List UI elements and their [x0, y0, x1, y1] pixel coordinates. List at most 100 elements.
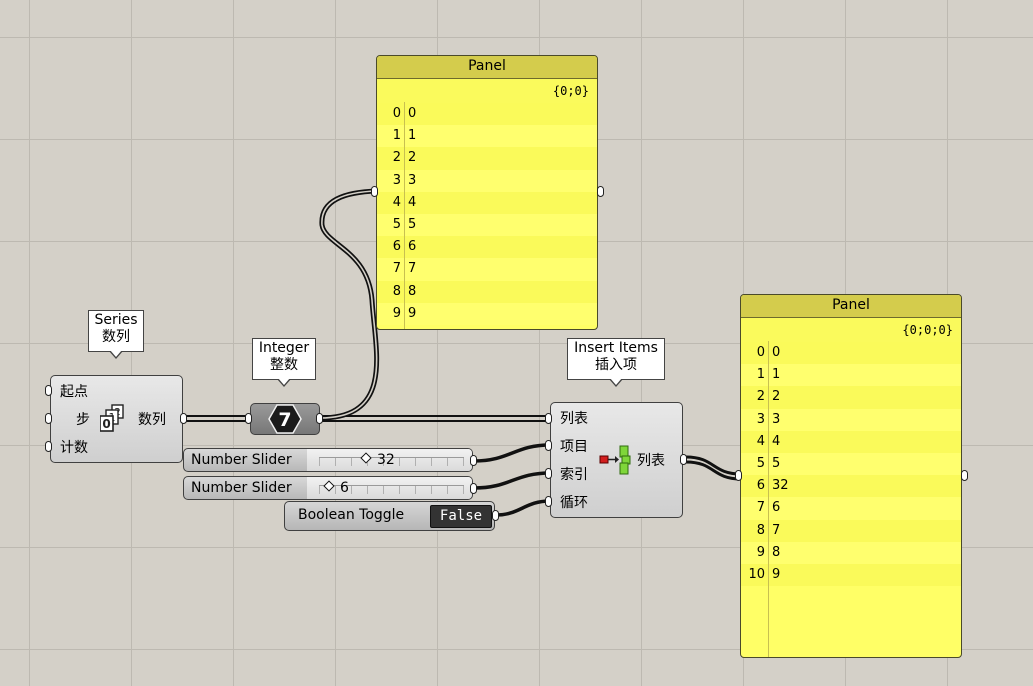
panel-row-index: 0	[392, 106, 401, 121]
insert-items-tag: Insert Items 插入项	[567, 338, 665, 387]
insert-input-wrap-label: 循环	[560, 495, 588, 511]
number-slider-2-label: Number Slider	[184, 477, 314, 499]
series-port-start[interactable]	[45, 385, 52, 396]
panel-row-index: 6	[756, 478, 765, 494]
wire-slider2-to-index	[472, 471, 552, 490]
number-slider-1-port[interactable]	[470, 455, 477, 466]
number-slider-2-port[interactable]	[470, 483, 477, 494]
integer-port-input[interactable]	[245, 413, 252, 424]
insert-port-output[interactable]	[680, 454, 687, 465]
number-slider-1-label: Number Slider	[184, 449, 314, 471]
panel-row-index: 2	[392, 150, 401, 166]
panel-top-path: {0;0}	[377, 79, 597, 103]
series-icon: 2 1 0	[100, 404, 124, 432]
panel-right-path: {0;0;0}	[741, 318, 961, 342]
insert-input-index-label: 索引	[560, 467, 588, 483]
wire-integer-to-insert-list	[319, 415, 551, 422]
panel-row: 10 9	[741, 563, 961, 587]
series-output-label: 数列	[138, 412, 166, 428]
panel-top-output-port[interactable]	[597, 186, 604, 197]
number-slider-2-track[interactable]: 6	[307, 477, 472, 499]
insert-items-icon	[599, 445, 631, 475]
insert-items-tag-cn: 插入项	[595, 357, 637, 373]
insert-port-list[interactable]	[545, 413, 552, 424]
panel-row-value: 4	[772, 433, 781, 449]
boolean-toggle-port[interactable]	[492, 510, 499, 521]
number-slider-1[interactable]: Number Slider 32	[183, 448, 473, 472]
panel-row-index: 4	[392, 194, 401, 210]
series-input-count-label: 计数	[60, 440, 88, 456]
number-slider-1-track[interactable]: 32	[307, 449, 472, 471]
panel-row-index: 6	[392, 239, 401, 255]
panel-right-input-port[interactable]	[735, 470, 742, 481]
series-tag-en: Series	[94, 312, 138, 328]
series-port-output[interactable]	[180, 413, 187, 424]
series-component[interactable]: 起点 步 计数 数列 2 1 0	[50, 375, 183, 463]
boolean-toggle[interactable]: Boolean Toggle False	[284, 501, 495, 531]
panel-row-value: 0	[408, 106, 417, 121]
panel-top-index-separator	[404, 102, 405, 329]
panel-row-index: 7	[392, 261, 401, 277]
panel-row-index: 10	[748, 566, 765, 582]
integer-hexagon-icon: 7	[268, 404, 302, 434]
boolean-toggle-value[interactable]: False	[430, 505, 492, 528]
panel-row-value: 3	[772, 411, 781, 427]
number-slider-2[interactable]: Number Slider 6	[183, 476, 473, 500]
panel-row-index: 5	[756, 455, 765, 471]
panel-row-value: 4	[408, 194, 417, 210]
panel-top-input-port[interactable]	[371, 186, 378, 197]
integer-component[interactable]: 7	[250, 403, 320, 435]
panel-row-value: 8	[408, 283, 417, 299]
integer-port-output[interactable]	[316, 413, 323, 424]
insert-items-component[interactable]: 列表 项目 索引 循环 列表	[550, 402, 683, 518]
boolean-toggle-label: Boolean Toggle	[298, 507, 405, 523]
wire-slider1-to-item	[472, 443, 552, 463]
panel-row-value: 9	[772, 566, 781, 582]
panel-top-title: Panel	[377, 56, 597, 79]
insert-port-index[interactable]	[545, 468, 552, 479]
panel-row-value: 5	[772, 455, 781, 471]
wire-toggle-to-wrap	[494, 499, 552, 517]
insert-port-wrap[interactable]	[545, 496, 552, 507]
panel-row-value: 9	[408, 305, 417, 321]
panel-row-value: 1	[408, 128, 417, 144]
integer-tag: Integer 整数	[252, 338, 316, 387]
panel-row-value: 7	[772, 522, 781, 538]
series-port-step[interactable]	[45, 413, 52, 424]
series-tag: Series 数列	[88, 310, 144, 359]
panel-row-value: 1	[772, 367, 781, 383]
panel-right-output-port[interactable]	[961, 470, 968, 481]
panel-row-value: 0	[772, 345, 781, 360]
integer-value: 7	[278, 409, 291, 431]
series-input-start-label: 起点	[60, 384, 88, 400]
wire-insert-to-right-panel	[684, 455, 743, 481]
series-input-step-label: 步	[76, 412, 90, 428]
panel-right-title: Panel	[741, 295, 961, 318]
panel-row-value: 5	[408, 216, 417, 232]
series-port-count[interactable]	[45, 441, 52, 452]
panel-row-index: 2	[756, 389, 765, 405]
panel-row-index: 9	[756, 544, 765, 560]
insert-output-label: 列表	[637, 453, 665, 469]
insert-port-item[interactable]	[545, 440, 552, 451]
